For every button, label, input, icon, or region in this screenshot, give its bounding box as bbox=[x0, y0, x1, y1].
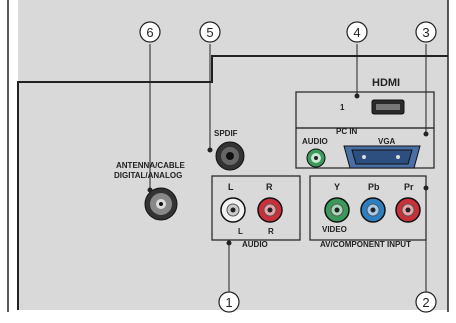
pb-jack[interactable] bbox=[360, 197, 386, 223]
y-label: Y bbox=[334, 182, 340, 192]
pc-in-label: PC IN bbox=[336, 127, 358, 136]
audio-r-label: R bbox=[266, 182, 273, 192]
callout-6: 6 bbox=[139, 21, 161, 43]
vga-label: VGA bbox=[378, 137, 396, 146]
pr-jack[interactable] bbox=[395, 197, 421, 223]
audio-r-bottom-label: R bbox=[268, 227, 274, 236]
callout-4: 4 bbox=[346, 21, 368, 43]
hdmi-logo: HDMI bbox=[372, 77, 400, 89]
pc-audio-jack[interactable] bbox=[306, 148, 326, 168]
svg-text:4: 4 bbox=[353, 25, 360, 40]
y-video-jack[interactable] bbox=[324, 197, 350, 223]
pb-label: Pb bbox=[368, 182, 380, 192]
svg-text:5: 5 bbox=[206, 25, 213, 40]
video-label: VIDEO bbox=[322, 225, 347, 234]
svg-text:6: 6 bbox=[146, 25, 153, 40]
audio-lr-box bbox=[211, 175, 301, 241]
audio-l-bottom-label: L bbox=[238, 227, 243, 236]
audio-bottom-label: AUDIO bbox=[242, 240, 268, 249]
antenna-label-line1: ANTENNA/CABLE bbox=[116, 161, 186, 170]
audio-l-label: L bbox=[228, 182, 234, 192]
hdmi-port-number: 1 bbox=[340, 103, 345, 112]
pr-label: Pr bbox=[404, 182, 414, 192]
callout-1: 1 bbox=[218, 291, 240, 313]
svg-text:1: 1 bbox=[225, 295, 232, 310]
av-component-input-label: AV/COMPONENT INPUT bbox=[320, 240, 411, 249]
spdif-jack[interactable] bbox=[215, 141, 245, 171]
hdmi-port[interactable] bbox=[371, 99, 405, 115]
antenna-label-line2: DIGITAL/ANALOG bbox=[114, 171, 182, 180]
rear-panel-top bbox=[18, 0, 448, 82]
vga-port[interactable] bbox=[343, 145, 421, 169]
callout-5: 5 bbox=[199, 21, 221, 43]
pc-audio-label: AUDIO bbox=[302, 137, 328, 146]
panel-outline bbox=[17, 55, 448, 310]
svg-text:3: 3 bbox=[422, 25, 429, 40]
callout-2: 2 bbox=[415, 291, 437, 313]
callout-leaders bbox=[147, 44, 429, 292]
antenna-jack[interactable] bbox=[144, 187, 178, 221]
audio-l-jack[interactable] bbox=[220, 197, 246, 223]
spdif-label: SPDIF bbox=[214, 129, 238, 138]
callout-3: 3 bbox=[415, 21, 437, 43]
audio-r-jack[interactable] bbox=[257, 197, 283, 223]
svg-text:2: 2 bbox=[422, 295, 429, 310]
